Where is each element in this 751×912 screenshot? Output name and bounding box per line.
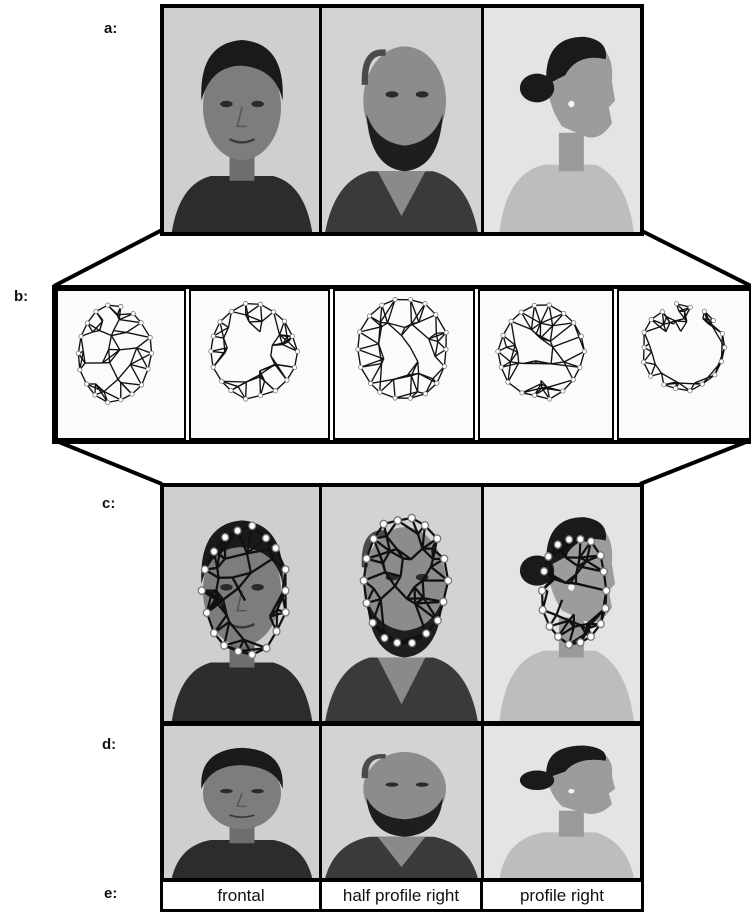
- caption-half-profile-right: half profile right: [319, 879, 483, 912]
- row-c-divider: [319, 487, 322, 721]
- row-d-divider: [481, 726, 484, 878]
- caption-profile-right: profile right: [480, 879, 644, 912]
- half-profile-right-mesh: [478, 289, 614, 440]
- row-d-divider: [319, 726, 322, 878]
- woman-profile-photo: [484, 8, 640, 232]
- row-a-label: a:: [104, 20, 118, 37]
- bearded-man-photo-small: [322, 726, 481, 878]
- profile-left-mesh: [56, 289, 186, 440]
- profile-right-mesh: [617, 289, 751, 440]
- row-c-label: c:: [102, 495, 116, 512]
- row-a-divider: [319, 8, 322, 232]
- bearded-man-half-profile-photo: [322, 8, 481, 232]
- half-profile-left-mesh: [189, 289, 330, 440]
- row-a-divider: [481, 8, 484, 232]
- row-c-divider: [481, 487, 484, 721]
- frontal-mesh: [333, 289, 475, 440]
- row-d-label: d:: [102, 736, 117, 753]
- young-man-frontal-photo-small: [164, 726, 320, 878]
- row-e-label: e:: [104, 885, 118, 902]
- young-man-frontal-photo: [164, 8, 320, 232]
- half-profile-mesh-overlay: [322, 487, 481, 721]
- woman-profile-photo-small: [484, 726, 640, 878]
- row-b-label: b:: [14, 288, 29, 305]
- profile-mesh-overlay: [484, 487, 640, 721]
- frontal-mesh-overlay: [164, 487, 320, 721]
- caption-frontal: frontal: [160, 879, 322, 912]
